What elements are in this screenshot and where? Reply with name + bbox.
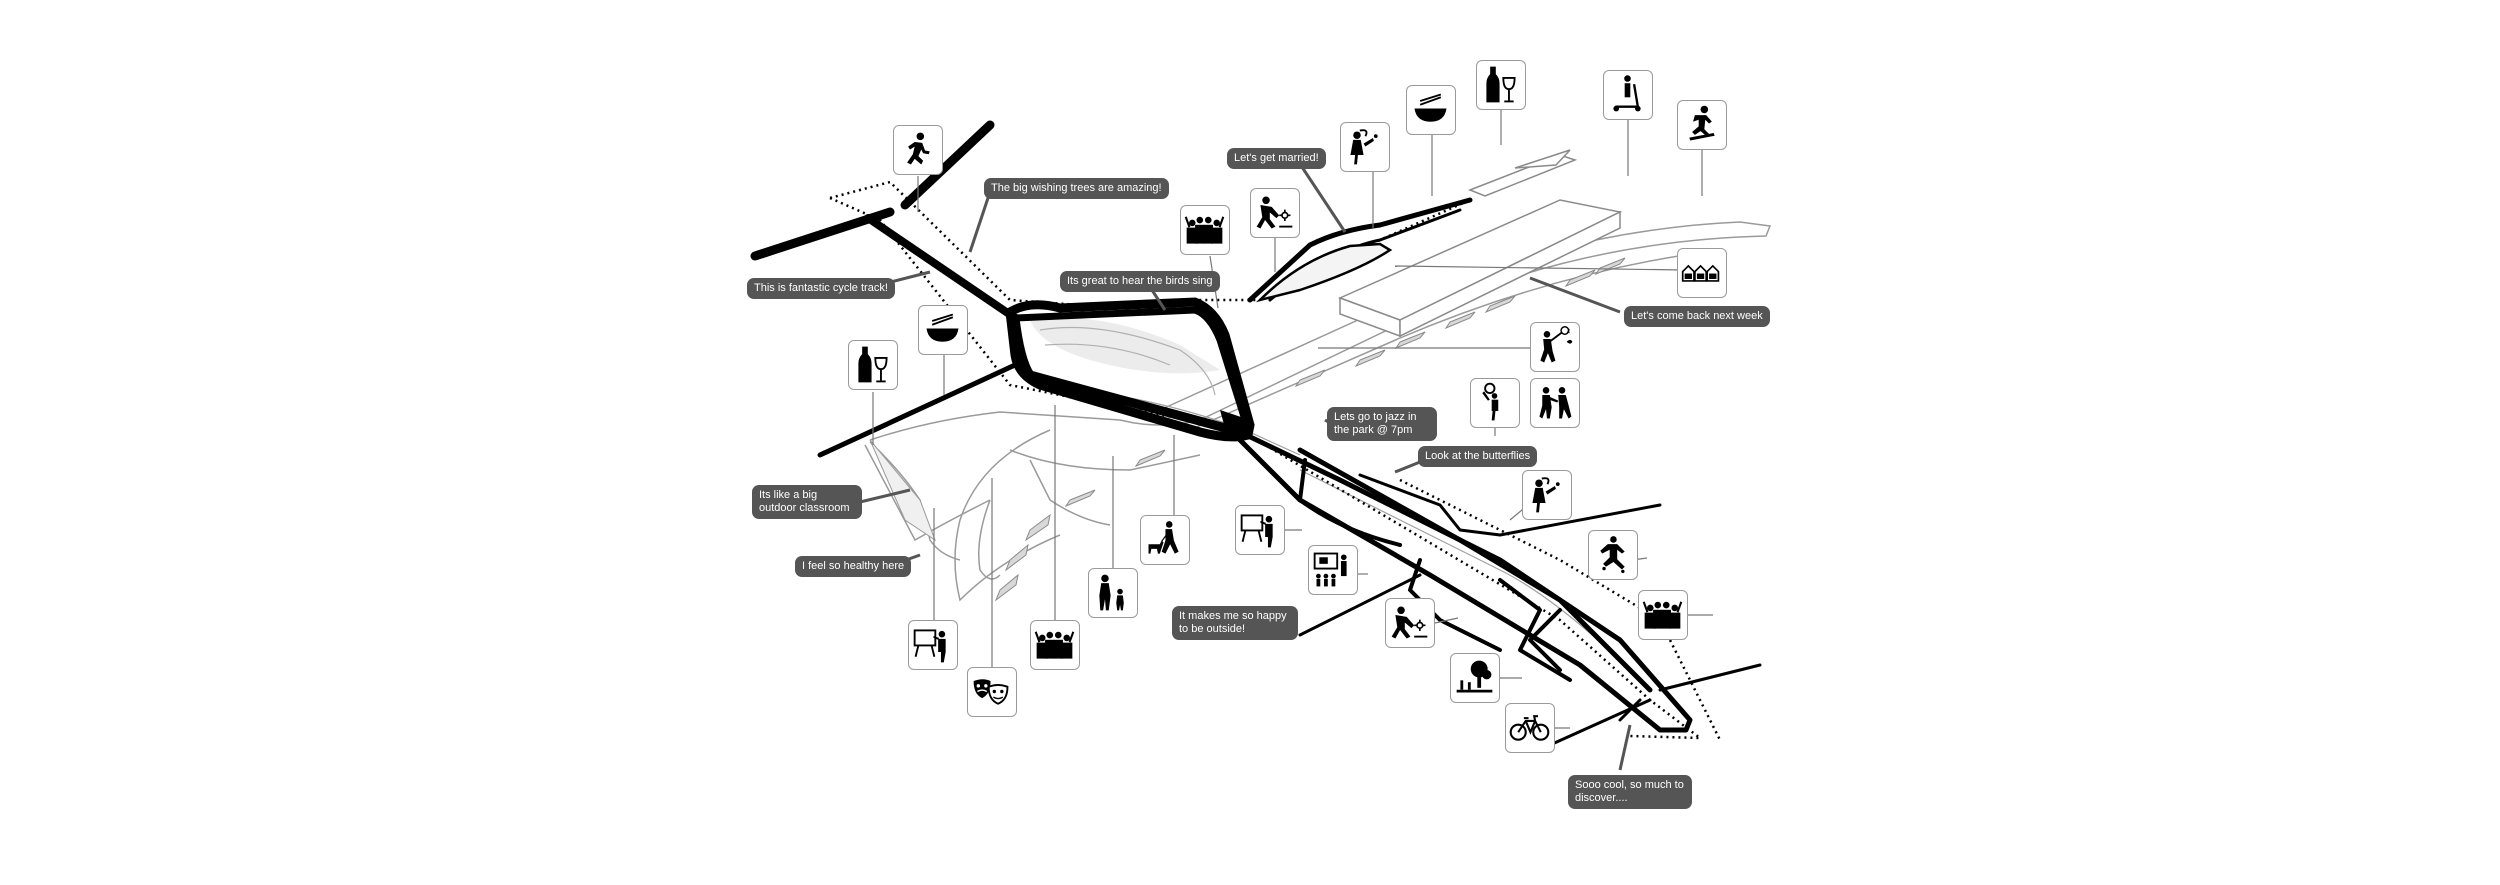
dancing-icon xyxy=(1530,378,1580,428)
dog-walking-icon xyxy=(1140,515,1190,565)
wedding-couple-icon xyxy=(1522,470,1572,520)
butterfly-net-icon: ♫ xyxy=(1530,322,1580,372)
teacher-board-icon xyxy=(908,620,958,670)
musician-icon xyxy=(1470,378,1520,428)
crowd-icon xyxy=(1030,620,1080,670)
icon-leaders xyxy=(872,107,1713,729)
noodle-bowl-icon xyxy=(1406,85,1456,135)
callout-married: Let's get married! xyxy=(1227,148,1326,169)
callout-discover: Sooo cool, so much to discover.... xyxy=(1568,775,1692,809)
callout-wishing-trees: The big wishing trees are amazing! xyxy=(984,178,1169,199)
gardening-icon xyxy=(1385,598,1435,648)
callout-butterflies: Look at the butterflies xyxy=(1418,446,1538,467)
crowd-icon xyxy=(1638,590,1688,640)
callout-classroom: Its like a big outdoor classroom xyxy=(752,485,862,519)
running-person-icon xyxy=(893,125,943,175)
theatre-masks-icon xyxy=(967,667,1017,717)
gardening-icon xyxy=(1250,188,1300,238)
wine-icon xyxy=(848,340,898,390)
skateboard-icon xyxy=(1677,100,1727,150)
noodle-bowl-icon xyxy=(918,305,968,355)
cinema-icon xyxy=(1308,545,1358,595)
building-blocks xyxy=(1338,149,1623,338)
parent-child-icon xyxy=(1088,568,1138,618)
wedding-couple-icon xyxy=(1340,122,1390,172)
callout-come-back: Let's come back next week xyxy=(1624,306,1770,327)
bicycle-icon xyxy=(1505,703,1555,753)
parking-marks xyxy=(994,257,1626,602)
central-plaza xyxy=(1005,297,1255,442)
scooter-icon xyxy=(1603,70,1653,120)
callout-birds: Its great to hear the birds sing xyxy=(1060,271,1220,292)
callout-cycle-track: This is fantastic cycle track! xyxy=(747,278,895,299)
rollerskate-icon xyxy=(1588,530,1638,580)
picnic-trees-icon xyxy=(1450,653,1500,703)
callout-healthy: I feel so healthy here xyxy=(795,556,912,577)
svg-text:♫: ♫ xyxy=(1566,328,1571,334)
plaza-fill xyxy=(1030,317,1220,374)
crowd-icon xyxy=(1180,205,1230,255)
wine-icon xyxy=(1476,60,1526,110)
callout-jazz: Lets go to jazz in the park @ 7pm xyxy=(1327,407,1437,441)
callout-happy: It makes me so happy to be outside! xyxy=(1172,606,1298,640)
teacher-board-icon xyxy=(1235,505,1285,555)
market-stalls-icon xyxy=(1677,248,1727,298)
